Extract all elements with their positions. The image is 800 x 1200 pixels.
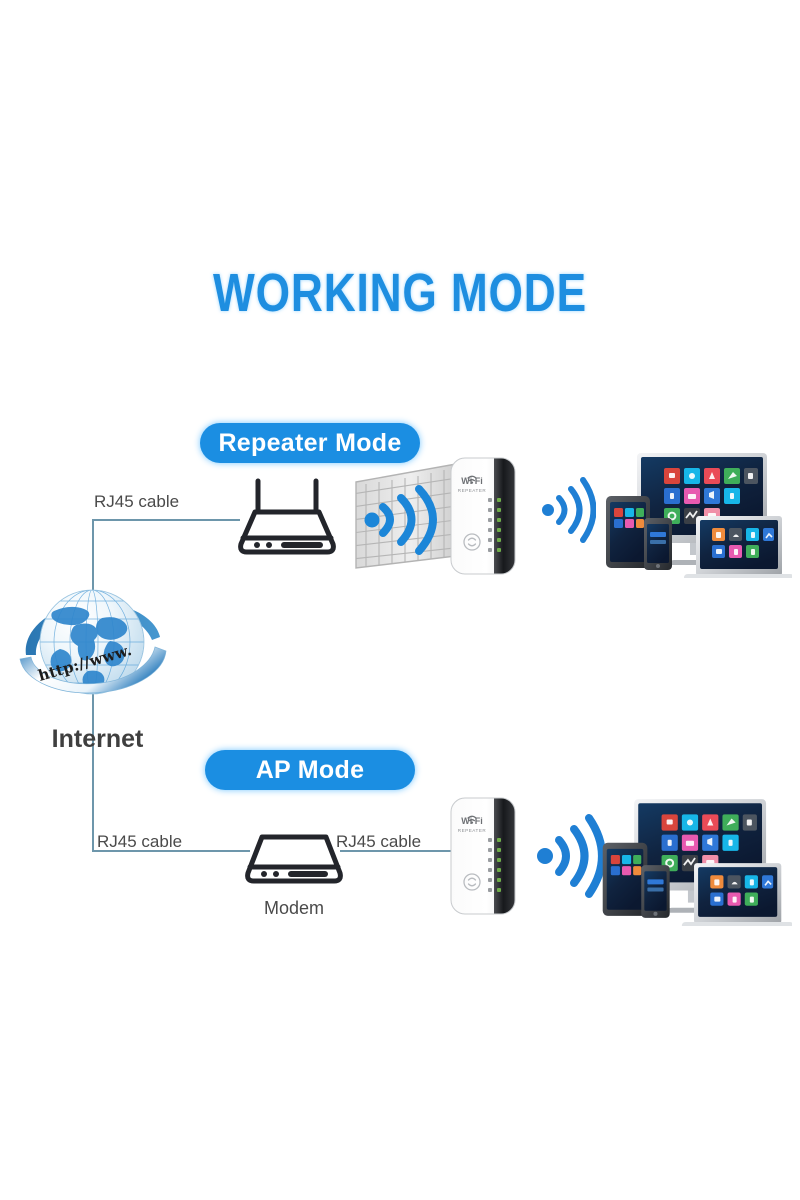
router-icon <box>228 478 346 560</box>
wifi-repeater-icon-top: Wi Fi REPEATER <box>450 457 516 575</box>
client-devices-top <box>596 442 794 578</box>
cable-top-horizontal <box>92 519 240 521</box>
repeater-brand-line2: REPEATER <box>458 488 487 493</box>
cable-bottom-right-horizontal <box>340 850 460 852</box>
badge-repeater-mode[interactable]: Repeater Mode <box>200 423 420 463</box>
device-laptop <box>684 516 794 578</box>
page-title: WORKING MODE <box>213 263 587 323</box>
wifi-signal-icon-bottom <box>535 806 607 906</box>
device-laptop <box>681 863 794 926</box>
badge-ap-mode[interactable]: AP Mode <box>205 750 415 790</box>
repeater-brand-line1: Wi Fi <box>461 476 482 486</box>
wifi-repeater-icon-bottom: Wi Fi REPEATER <box>450 797 516 915</box>
cable-bottom-left-horizontal <box>92 850 250 852</box>
device-tablet <box>602 842 648 916</box>
svg-text:REPEATER: REPEATER <box>458 828 487 833</box>
label-rj45-bottom-left: RJ45 cable <box>97 832 183 851</box>
client-devices-bottom <box>592 788 794 926</box>
svg-text:Wi Fi: Wi Fi <box>461 816 482 826</box>
modem-label: Modem <box>263 898 325 918</box>
device-tablet <box>606 496 650 568</box>
device-smartphone <box>641 865 670 918</box>
internet-label: Internet <box>51 725 144 753</box>
brick-wall-icon <box>352 460 464 575</box>
device-smartphone <box>644 518 672 570</box>
label-rj45-top: RJ45 cable <box>94 492 180 511</box>
wifi-signal-icon-top <box>540 470 597 550</box>
label-rj45-bottom-right: RJ45 cable <box>336 832 422 851</box>
modem-icon <box>238 832 350 894</box>
globe-icon: http://www. <box>14 585 179 705</box>
